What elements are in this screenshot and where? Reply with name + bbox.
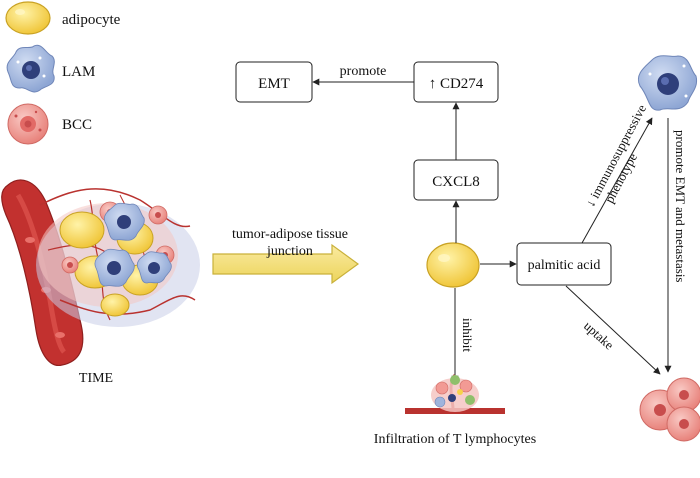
legend-label-adipocyte: adipocyte <box>62 12 121 28</box>
tumor-microenvironment-illustration <box>1 179 200 366</box>
legend-label-lam: LAM <box>62 64 95 80</box>
arrow-palmitic-to-lam <box>581 117 653 244</box>
junction-label-line2: junction <box>266 244 313 259</box>
central-adipocyte <box>426 242 480 288</box>
bcc-cluster-bottom-right <box>639 377 700 442</box>
time-label: TIME <box>79 371 113 386</box>
uptake-label: uptake <box>581 318 617 352</box>
emt-metastasis-label: promote EMT and metastasis <box>673 130 688 282</box>
junction-arrow <box>212 243 360 285</box>
emt-box <box>235 61 313 103</box>
t-lymphocyte-infiltration <box>405 374 505 414</box>
emt-label: EMT <box>258 76 290 92</box>
cd274-label: ↑ CD274 <box>429 76 484 92</box>
legend: adipocyte LAM BCC <box>5 1 121 145</box>
legend-label-bcc: BCC <box>62 117 92 133</box>
bcc-icon <box>7 103 49 145</box>
lam-cell-top-right <box>638 55 698 111</box>
infiltration-label: Infiltration of T lymphocytes <box>374 432 536 447</box>
junction-label-line1: tumor-adipose tissue <box>232 227 348 242</box>
inhibit-label: inhibit <box>460 318 475 352</box>
cxcl8-label: CXCL8 <box>432 174 480 190</box>
arrow-palmitic-to-bcc <box>565 285 661 375</box>
palmitic-acid-box <box>516 242 612 286</box>
lam-icon <box>6 44 55 93</box>
palmitic-acid-label: palmitic acid <box>528 258 601 273</box>
adipocyte-icon <box>5 1 51 35</box>
promote-label: promote <box>340 64 387 79</box>
